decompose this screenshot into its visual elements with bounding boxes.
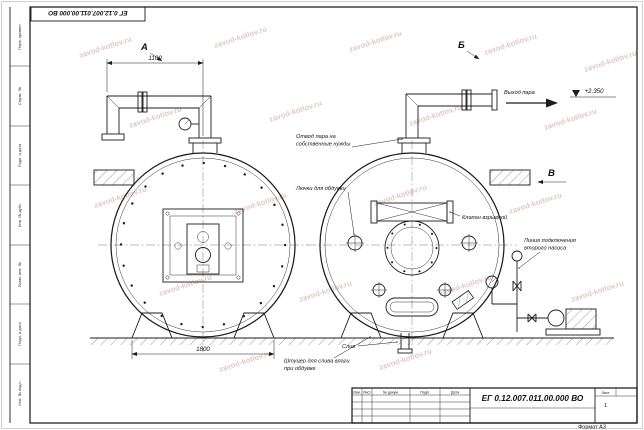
annotation-text: второго насоса bbox=[524, 246, 566, 252]
right-steam-pipe bbox=[405, 89, 498, 138]
level-symbol bbox=[572, 90, 580, 97]
side-stamp-label: Подп. и дата bbox=[17, 321, 22, 345]
drain-fitting bbox=[397, 333, 413, 354]
valve-symbol bbox=[527, 313, 537, 323]
pump-unit bbox=[485, 250, 601, 336]
level-mark: +2.350 bbox=[570, 88, 616, 98]
pressure-gauge-icon bbox=[511, 250, 523, 266]
side-stamp: Перв. примен. Справ. № Подп. и дата Инв.… bbox=[17, 23, 22, 406]
saddle-support bbox=[131, 312, 173, 339]
burner-assembly bbox=[174, 223, 232, 275]
level-text: +2.350 bbox=[584, 88, 604, 95]
left-boiler-view bbox=[93, 137, 308, 352]
dimension-1100: 1100 bbox=[106, 55, 204, 136]
title-block: Изм. Лист № докум. Подп. Дата ЕГ 0.12.00… bbox=[351, 387, 638, 424]
annotation-text: собственные нужды bbox=[296, 142, 350, 148]
lifting-trunnion bbox=[489, 169, 531, 186]
title-header-doc: № докум. bbox=[383, 390, 399, 394]
steam-neck bbox=[397, 137, 431, 153]
view-a-label: А bbox=[140, 42, 148, 53]
title-header-list: Лист bbox=[363, 390, 371, 394]
view-b-label: Б bbox=[458, 40, 465, 51]
dimension-text: 1100 bbox=[148, 55, 162, 62]
saddle-support bbox=[442, 312, 484, 339]
saddle-support bbox=[340, 312, 382, 339]
pump-base bbox=[545, 328, 601, 336]
annotation-text: Штуцер для слива влаги bbox=[284, 359, 350, 365]
view-a-arrow bbox=[149, 52, 163, 62]
dimension-text: 1800 bbox=[196, 346, 210, 353]
dimension-1800: 1800 bbox=[131, 340, 275, 359]
blow-hatch bbox=[437, 282, 453, 298]
title-doc-number: ЕГ 0.12.007.011.00.000 ВО bbox=[482, 394, 584, 403]
right-boiler-view bbox=[307, 137, 531, 354]
annotation-text: Слив bbox=[342, 344, 355, 350]
inverted-doc-number: ЕГ 0.12.007.011.00.000 ВО bbox=[30, 6, 146, 22]
sheet-frame bbox=[9, 6, 638, 424]
side-stamp-label: Подп. и дата bbox=[17, 143, 22, 167]
steam-out-label: Выход пара bbox=[504, 90, 535, 96]
flange-pair bbox=[466, 89, 472, 111]
side-stamp-label: Справ. № bbox=[17, 87, 22, 105]
lifting-trunnion bbox=[93, 169, 135, 186]
flange-pair bbox=[142, 91, 148, 113]
flange-pair bbox=[461, 89, 467, 111]
annotation-text: Лючки для обдувки bbox=[295, 186, 346, 192]
bolt-ring bbox=[386, 222, 438, 274]
annotation-text: Отвод пара на bbox=[296, 134, 336, 140]
saddle-support bbox=[233, 312, 275, 339]
steam-neck bbox=[188, 137, 222, 153]
annotation-text: при обдувке bbox=[284, 366, 316, 372]
annotation-steam-own: Отвод пара на собственные нужды bbox=[296, 134, 403, 148]
view-b-arrow bbox=[466, 50, 480, 60]
valve-symbol bbox=[512, 280, 522, 292]
motor-symbol bbox=[565, 308, 597, 330]
side-stamp-label: Взам. инв. № bbox=[17, 262, 22, 287]
pressure-gauge-icon bbox=[485, 275, 499, 304]
annotation-pump-line: Линия подключения второго насоса bbox=[518, 238, 576, 269]
blow-hatch bbox=[460, 234, 478, 252]
side-stamp-label: Инв. № дубл. bbox=[17, 203, 22, 228]
view-v-label: В bbox=[548, 168, 555, 179]
pipe-flange bbox=[491, 89, 498, 111]
annotation-blow-hatches: Лючки для обдувки bbox=[295, 186, 355, 235]
flange-pair bbox=[137, 91, 143, 113]
annotation-drain: Слив bbox=[342, 341, 398, 350]
title-sheet-label: Лист bbox=[602, 391, 610, 395]
format-label: Формат А3 bbox=[578, 425, 606, 430]
title-header-data: Дата bbox=[451, 390, 459, 394]
front-plate bbox=[162, 208, 244, 283]
annotation-blow-drain: Штуцер для слива влаги при обдувке bbox=[284, 336, 371, 372]
pump-symbol bbox=[547, 309, 565, 327]
center-manhole bbox=[384, 220, 440, 276]
steam-direction-arrowhead bbox=[546, 98, 558, 108]
steam-outlet: Выход пара bbox=[504, 90, 558, 108]
blow-hatch bbox=[346, 234, 364, 252]
blow-hatch bbox=[371, 282, 387, 298]
annotation-text: Клапан взрывной bbox=[462, 214, 507, 221]
pipe-flange bbox=[101, 133, 125, 141]
side-stamp-label: Перв. примен. bbox=[17, 23, 22, 50]
inverted-doc-number-text: ЕГ 0.12.007.011.00.000 ВО bbox=[48, 9, 127, 16]
annotation-explosion-valve: Клапан взрывной bbox=[449, 211, 507, 221]
side-stamp-label: Инв. № подл. bbox=[17, 381, 22, 406]
title-header-podp: Подп. bbox=[420, 390, 430, 394]
drain-valve bbox=[451, 289, 475, 310]
bolt-ring bbox=[119, 161, 287, 329]
title-sheet-value: 1 bbox=[604, 403, 607, 409]
annotation-text: Линия подключения bbox=[523, 238, 576, 244]
left-steam-pipe bbox=[101, 91, 212, 141]
pressure-gauge-icon bbox=[178, 117, 199, 131]
title-header-izm: Изм. bbox=[353, 390, 361, 394]
bottom-manhole bbox=[385, 297, 439, 317]
